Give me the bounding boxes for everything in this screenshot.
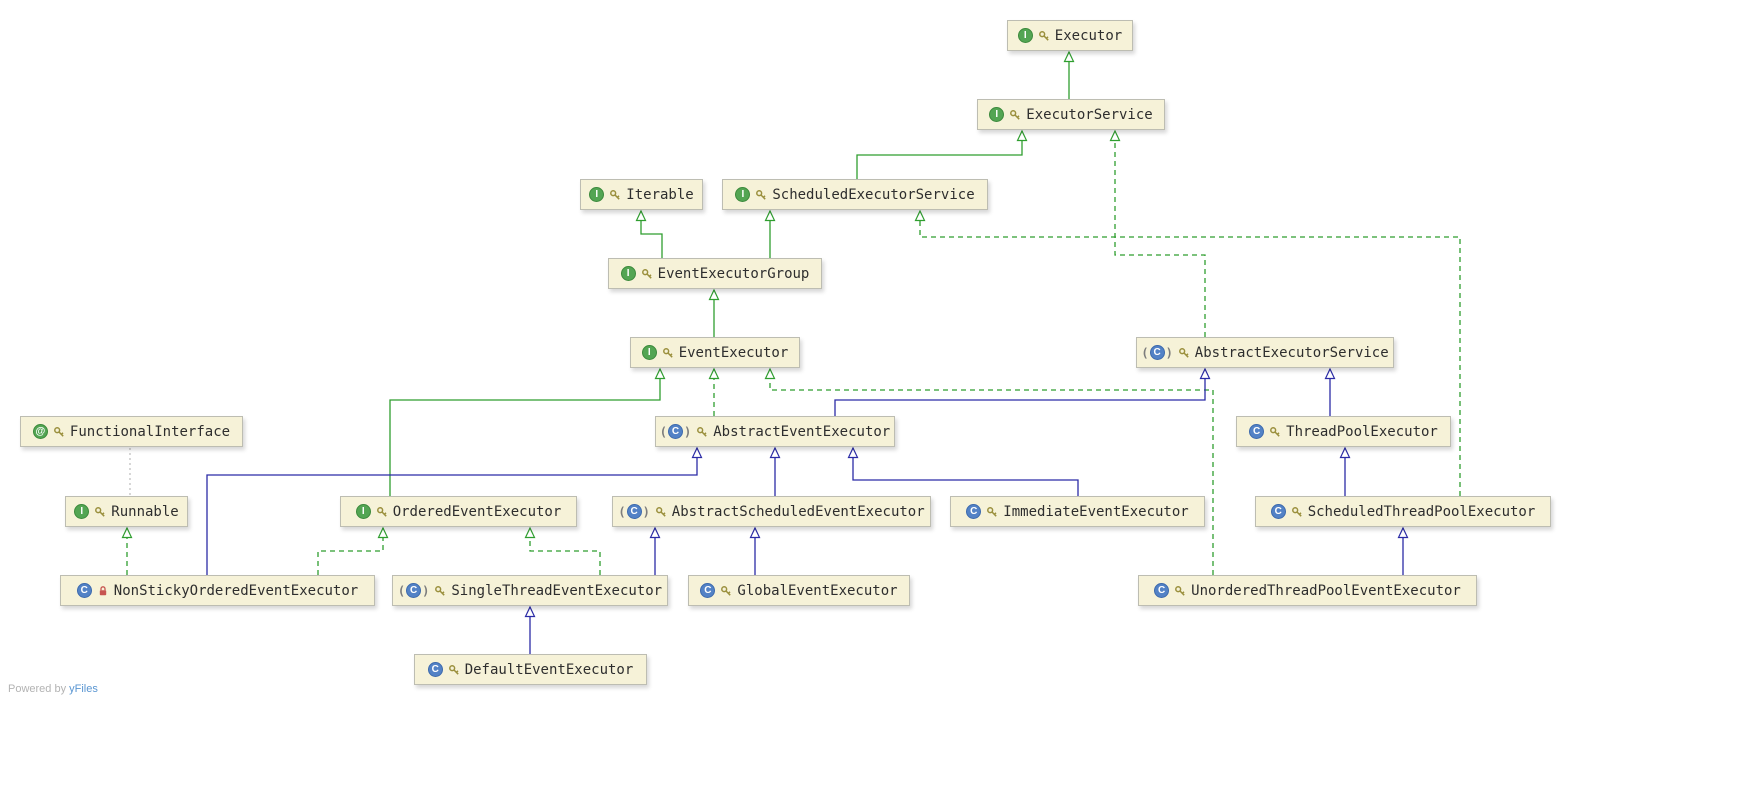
class-name: ScheduledExecutorService (772, 186, 975, 203)
public-key-icon (1291, 506, 1302, 517)
edge-scheduledthreadpoolexecutor-implements-scheduledexecutorservice (914, 209, 1461, 496)
interface-icon: I (735, 187, 751, 202)
public-key-icon (53, 426, 64, 437)
class-name: AbstractEventExecutor (713, 423, 891, 440)
interface-icon: I (620, 266, 636, 281)
node-globaleventexecutor[interactable]: C GlobalEventExecutor (688, 575, 910, 606)
node-nonstickyorderedeventexecutor[interactable]: C NonStickyOrderedEventExecutor (60, 575, 375, 606)
class-icon: C (700, 583, 716, 598)
node-executor[interactable]: I Executor (1007, 20, 1133, 51)
edge-abstractexecutorservice-implements-executorservice (1109, 129, 1206, 337)
class-name: DefaultEventExecutor (464, 661, 634, 678)
edge-orderedeventexecutor-extends-eventexecutor (389, 367, 666, 496)
class-name: ThreadPoolExecutor (1286, 423, 1438, 440)
class-name: AbstractScheduledEventExecutor (671, 503, 925, 520)
class-name: Runnable (111, 503, 179, 520)
edge-eventexecutorgroup-extends-iterable (635, 209, 663, 258)
class-name: Iterable (626, 186, 694, 203)
public-key-icon (1038, 30, 1049, 41)
class-icon: C (1270, 504, 1286, 519)
interface-icon: I (589, 187, 605, 202)
edge-scheduledexecutorservice-extends-executorservice (856, 129, 1028, 179)
class-name: NonStickyOrderedEventExecutor (113, 582, 359, 599)
node-abstracteventexecutor[interactable]: C AbstractEventExecutor (655, 416, 895, 447)
class-name: ImmediateEventExecutor (1003, 503, 1189, 520)
edge-immediateeventexecutor-extends-abstracteventexecutor (847, 446, 1079, 496)
node-immediateeventexecutor[interactable]: C ImmediateEventExecutor (950, 496, 1205, 527)
node-runnable[interactable]: I Runnable (65, 496, 188, 527)
interface-icon: I (989, 107, 1005, 122)
node-scheduledexecutorservice[interactable]: I ScheduledExecutorService (722, 179, 988, 210)
public-key-icon (376, 506, 387, 517)
public-key-icon (756, 189, 767, 200)
public-key-icon (721, 585, 732, 596)
interface-icon: I (74, 504, 90, 519)
edge-nonstickyorderedeventexecutor-extends-abstracteventexecutor (206, 446, 703, 575)
public-key-icon (1178, 347, 1189, 358)
node-orderedeventexecutor[interactable]: I OrderedEventExecutor (340, 496, 577, 527)
edge-unorderedthreadpooleventexecutor-implements-eventexecutor (764, 367, 1214, 575)
node-iterable[interactable]: I Iterable (580, 179, 703, 210)
class-icon: C (966, 504, 982, 519)
node-eventexecutorgroup[interactable]: I EventExecutorGroup (608, 258, 822, 289)
public-key-icon (435, 585, 446, 596)
public-key-icon (1175, 585, 1185, 596)
public-key-icon (610, 189, 621, 200)
class-icon: C (427, 662, 443, 677)
abstract-class-icon: C (660, 424, 691, 439)
abstract-class-icon: C (398, 583, 429, 598)
powered-by-text: Powered by (8, 683, 67, 695)
yfiles-link[interactable]: yFiles (69, 683, 98, 695)
edge-nonstickyorderedeventexecutor-implements-orderedeventexecutor (317, 526, 389, 575)
node-scheduledthreadpoolexecutor[interactable]: C ScheduledThreadPoolExecutor (1255, 496, 1551, 527)
node-singlethreadeventexecutor[interactable]: C SingleThreadEventExecutor (392, 575, 668, 606)
annotation-icon: @ (32, 424, 48, 439)
class-name: Executor (1054, 27, 1123, 44)
class-name: FunctionalInterface (69, 423, 231, 440)
node-unorderedthreadpooleventexecutor[interactable]: C UnorderedThreadPoolEventExecutor (1138, 575, 1477, 606)
node-threadpoolexecutor[interactable]: C ThreadPoolExecutor (1236, 416, 1451, 447)
class-name: OrderedEventExecutor (392, 503, 562, 520)
node-abstractexecutorservice[interactable]: C AbstractExecutorService (1136, 337, 1394, 368)
class-name: EventExecutorGroup (657, 265, 810, 282)
edge-abstracteventexecutor-extends-abstractexecutorservice (834, 367, 1211, 416)
public-key-icon (697, 426, 707, 437)
public-key-icon (95, 506, 106, 517)
edge-singlethreadeventexecutor-implements-orderedeventexecutor (524, 526, 601, 575)
interface-icon: I (355, 504, 371, 519)
class-name: GlobalEventExecutor (737, 582, 898, 599)
class-name: UnorderedThreadPoolEventExecutor (1191, 582, 1461, 599)
node-defaulteventexecutor[interactable]: C DefaultEventExecutor (414, 654, 647, 685)
node-functionalinterface[interactable]: @ FunctionalInterface (20, 416, 243, 447)
public-key-icon (987, 506, 998, 517)
public-key-icon (655, 506, 666, 517)
class-name: ExecutorService (1026, 106, 1153, 123)
class-icon: C (1249, 424, 1265, 439)
public-key-icon (1010, 109, 1021, 120)
class-name: SingleThreadEventExecutor (451, 582, 663, 599)
public-key-icon (662, 347, 673, 358)
class-name: ScheduledThreadPoolExecutor (1307, 503, 1536, 520)
abstract-class-icon: C (1141, 345, 1172, 360)
public-key-icon (641, 268, 652, 279)
class-name: EventExecutor (678, 344, 789, 361)
public-key-icon (1270, 426, 1280, 437)
node-eventexecutor[interactable]: I EventExecutor (630, 337, 800, 368)
node-executorservice[interactable]: I ExecutorService (977, 99, 1165, 130)
class-icon: C (1154, 583, 1170, 598)
public-key-icon (448, 664, 459, 675)
node-abstractscheduledeventexecutor[interactable]: C AbstractScheduledEventExecutor (612, 496, 931, 527)
interface-icon: I (1017, 28, 1033, 43)
package-private-lock-icon (99, 585, 106, 595)
class-icon: C (76, 583, 92, 598)
abstract-class-icon: C (618, 504, 649, 519)
class-name: AbstractExecutorService (1194, 344, 1389, 361)
interface-icon: I (641, 345, 657, 360)
